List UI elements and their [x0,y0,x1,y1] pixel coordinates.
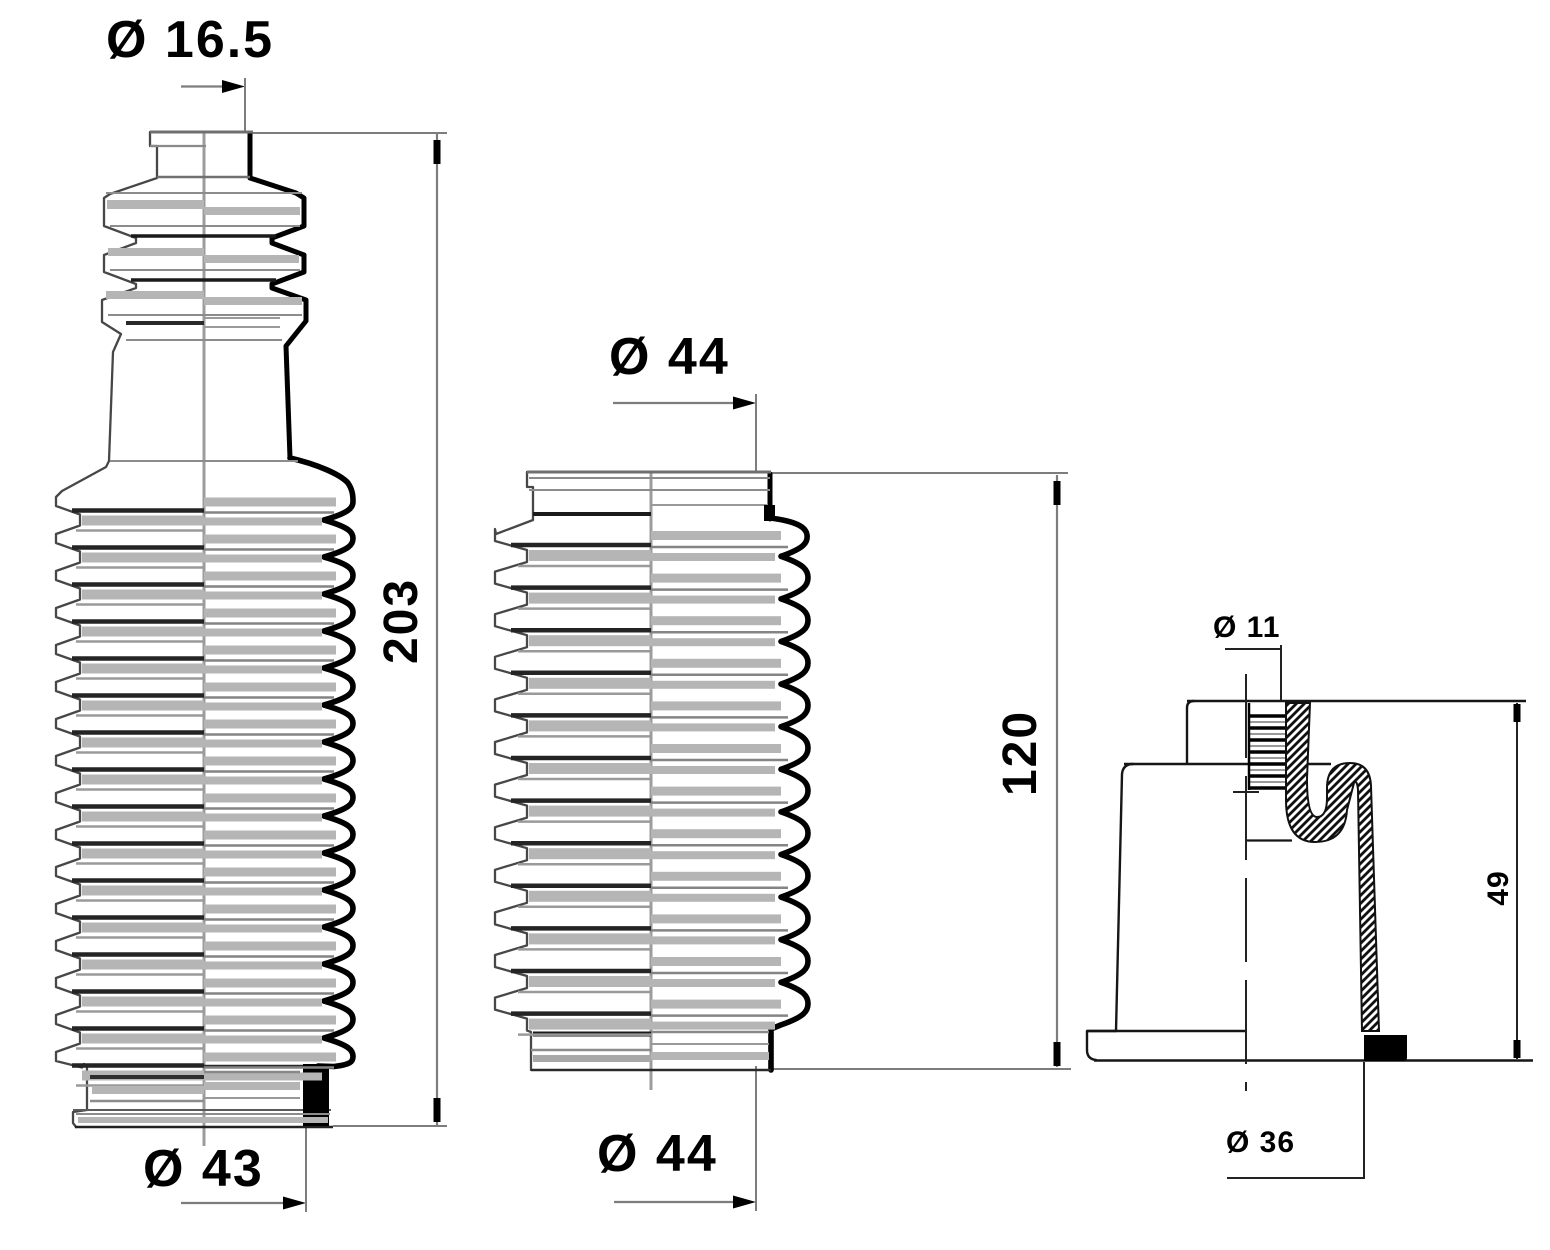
svg-text:Ø 11: Ø 11 [1213,611,1280,644]
svg-text:Ø 44: Ø 44 [609,328,730,386]
svg-text:203: 203 [375,578,428,664]
svg-text:120: 120 [994,710,1047,796]
svg-text:49: 49 [1482,870,1515,905]
svg-text:Ø 16.5: Ø 16.5 [106,11,274,69]
svg-text:Ø 43: Ø 43 [143,1140,264,1198]
svg-text:Ø 44: Ø 44 [597,1125,718,1183]
svg-text:Ø 36: Ø 36 [1226,1126,1295,1159]
